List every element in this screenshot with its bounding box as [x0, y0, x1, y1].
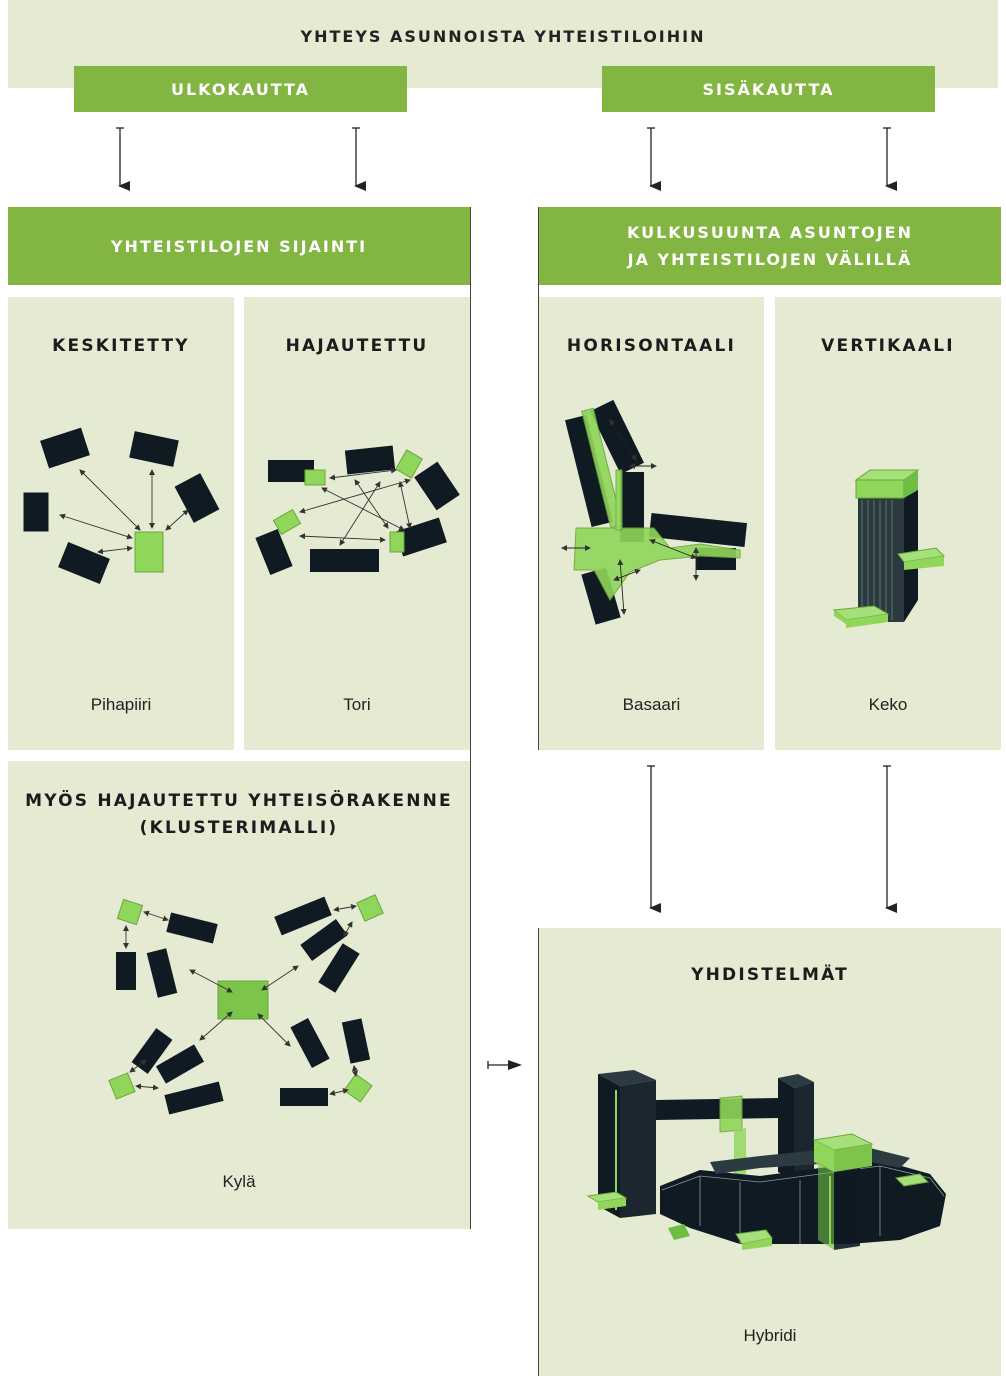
centralized-caption: Pihapiiri: [90, 695, 152, 714]
vertical-caption: Keko: [868, 695, 908, 714]
cluster-label-line1: MYÖS HAJAUTETTU YHTEISÖRAKENNE: [25, 791, 453, 811]
route-outside-label: ULKOKAUTTA: [170, 79, 311, 99]
combinations-border: [538, 928, 539, 1376]
route-inside-label: SISÄKAUTTA: [702, 79, 835, 99]
route-inside-box: SISÄKAUTTA: [602, 66, 935, 112]
vertical-label: VERTIKAALI: [821, 336, 955, 356]
combinations-caption: Hybridi: [743, 1326, 797, 1345]
location-heading-box: YHTEISTILOJEN SIJAINTI: [8, 207, 470, 285]
centralized-label: KESKITETTY: [52, 336, 190, 356]
location-border: [470, 207, 471, 1229]
arrow-right-icon: [508, 1060, 522, 1070]
direction-heading-line1: KULKUSUUNTA ASUNTOJEN: [626, 223, 913, 242]
route-outside-box: ULKOKAUTTA: [74, 66, 407, 112]
direction-heading-box: KULKUSUUNTA ASUNTOJEN JA YHTEISTILOJEN V…: [539, 207, 1001, 285]
direction-heading-line2: JA YHTEISTILOJEN VÄLILLÄ: [627, 250, 913, 269]
cluster-caption: Kylä: [222, 1172, 256, 1191]
cluster-label: MYÖS HAJAUTETTU YHTEISÖRAKENNE (KLUSTERI…: [8, 788, 470, 842]
diagram-title: YHTEYS ASUNNOISTA YHTEISTILOIHIN: [300, 27, 706, 46]
location-heading: YHTEISTILOJEN SIJAINTI: [110, 236, 368, 256]
distributed-caption: Tori: [343, 695, 371, 714]
distributed-label: HAJAUTETTU: [285, 336, 429, 356]
horizontal-label: HORISONTAALI: [566, 336, 737, 356]
horizontal-caption: Basaari: [622, 695, 681, 714]
direction-border: [538, 207, 539, 750]
combinations-label: YHDISTELMÄT: [691, 965, 849, 985]
cluster-label-line2: (KLUSTERIMALLI): [139, 818, 339, 838]
